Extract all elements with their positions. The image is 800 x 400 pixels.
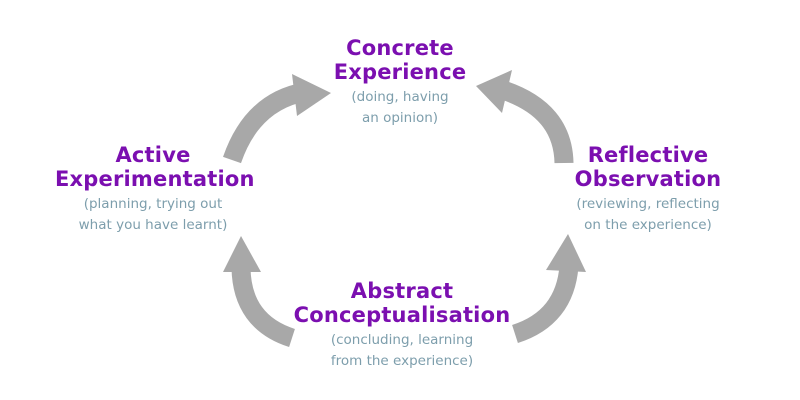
stage-reflective-observation: Reflective Observation (reviewing, refle…	[550, 143, 746, 236]
stage-description: (doing, having an opinion)	[300, 87, 500, 129]
title-line: Observation	[574, 167, 722, 191]
stage-abstract-conceptualisation: Abstract Conceptualisation (concluding, …	[282, 279, 522, 372]
description-line: an opinion)	[361, 110, 439, 126]
stage-description: (concluding, learning from the experienc…	[282, 330, 522, 372]
description-line: from the experience)	[330, 353, 474, 369]
title-line: Reflective	[587, 143, 709, 167]
description-line: what you have learnt)	[78, 217, 228, 233]
stage-title: Reflective Observation	[550, 143, 746, 191]
description-line: (doing, having	[351, 89, 449, 105]
title-line: Active	[115, 143, 191, 167]
title-line: Abstract	[350, 279, 454, 303]
title-line: Concrete	[346, 36, 454, 60]
stage-concrete-experience: Concrete Experience (doing, having an op…	[300, 36, 500, 129]
stage-active-experimentation: Active Experimentation (planning, trying…	[55, 143, 255, 236]
description-line: (planning, trying out	[83, 196, 223, 212]
stage-description: (reviewing, reflecting on the experience…	[550, 194, 746, 236]
description-line: (reviewing, reflecting	[576, 196, 720, 212]
stage-title: Abstract Conceptualisation	[282, 279, 522, 327]
title-line: Experimentation	[55, 167, 255, 191]
title-line: Conceptualisation	[293, 303, 511, 327]
stage-title: Concrete Experience	[300, 36, 500, 84]
description-line: (concluding, learning	[330, 332, 474, 348]
stage-title: Active Experimentation	[55, 143, 255, 191]
stage-description: (planning, trying out what you have lear…	[55, 194, 251, 236]
description-line: on the experience)	[584, 217, 712, 233]
title-line: Experience	[333, 60, 467, 84]
